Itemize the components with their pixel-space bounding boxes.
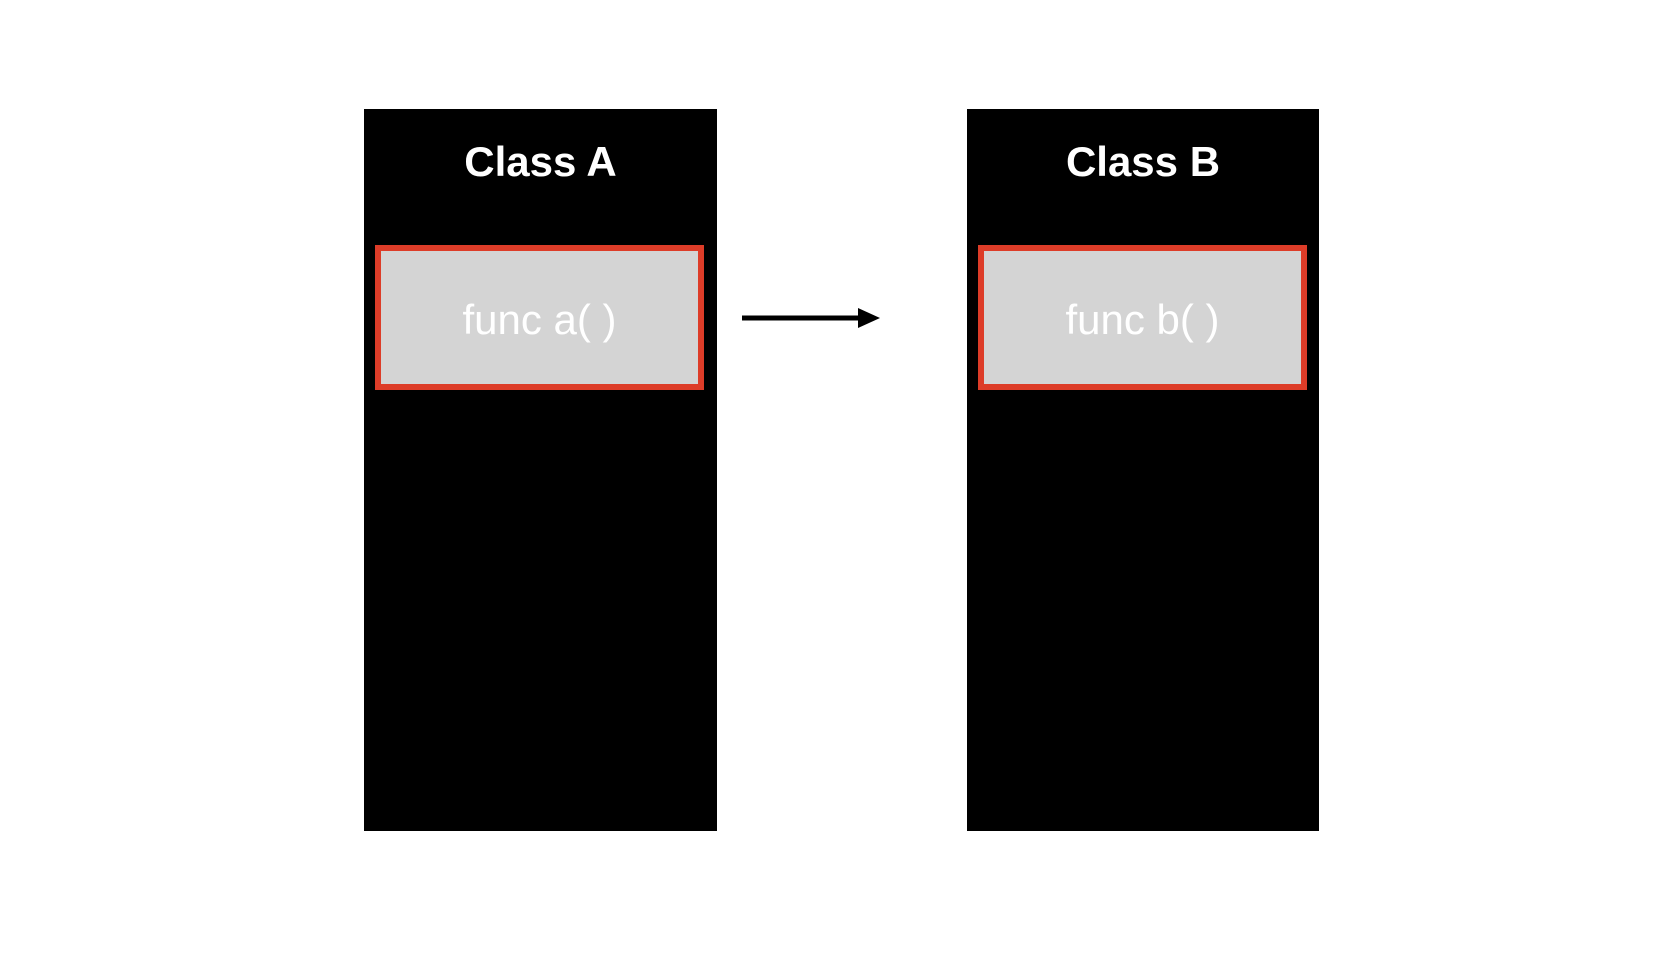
class-b-title: Class B [1065, 138, 1221, 185]
method-label-b: func b( ) [1065, 295, 1220, 343]
class-box-a[interactable]: Class A func a( ) [364, 109, 717, 831]
class-box-b[interactable]: Class B func b( ) [967, 109, 1319, 831]
call-arrow-icon [742, 308, 880, 328]
method-box-a[interactable]: func a( ) [375, 245, 704, 390]
class-a-title: Class A [464, 138, 617, 185]
method-box-b[interactable]: func b( ) [978, 245, 1307, 390]
method-label-a: func a( ) [462, 295, 617, 343]
